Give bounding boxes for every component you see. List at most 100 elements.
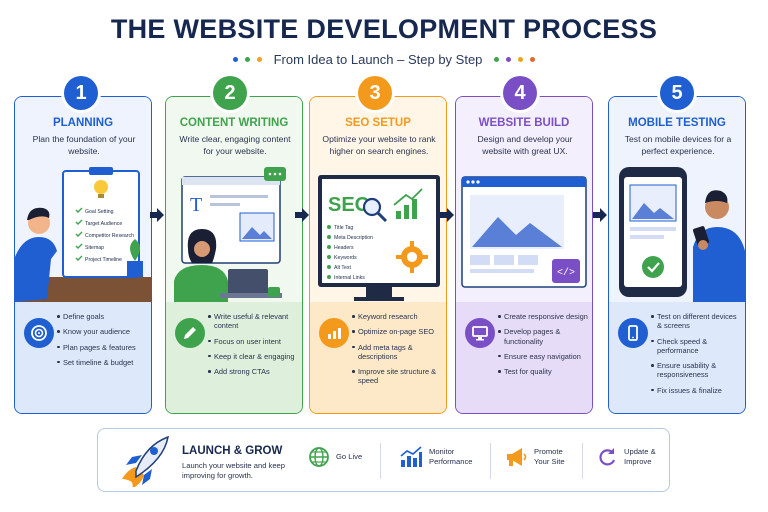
launch-item-label: Go Live bbox=[336, 452, 363, 462]
planning-item: Competitor Research bbox=[85, 233, 134, 239]
decorative-dot bbox=[232, 57, 238, 62]
bullet-item: Keep it clear & engaging bbox=[208, 352, 300, 361]
seo-item: Meta Description bbox=[334, 235, 373, 241]
decorative-dot bbox=[530, 57, 536, 62]
bullet-item: Test for quality bbox=[498, 367, 590, 376]
pencil-icon bbox=[175, 318, 205, 348]
svg-text:</>: </> bbox=[557, 267, 575, 279]
arrow-right-icon bbox=[440, 208, 454, 222]
step-bullets: Write useful & relevant content Focus on… bbox=[208, 312, 300, 382]
bullet-item: Know your audience bbox=[57, 327, 149, 336]
step-footer: Define goals Know your audience Plan pag… bbox=[15, 302, 151, 413]
bullet-item: Define goals bbox=[57, 312, 149, 321]
bullet-item: Ensure easy navigation bbox=[498, 352, 590, 361]
step-title: CONTENT WRITING bbox=[179, 117, 289, 129]
planning-item: Goal Setting bbox=[85, 209, 114, 215]
launch-item-label: Monitor Performance bbox=[429, 447, 473, 466]
step-card-content-writing: CONTENT WRITING Write clear, engaging co… bbox=[165, 96, 303, 414]
launch-and-grow-panel: LAUNCH & GROW Launch your website and ke… bbox=[97, 428, 670, 492]
step-4-number: 4 bbox=[503, 76, 537, 110]
rocket-icon bbox=[122, 435, 169, 487]
bar-chart-icon bbox=[400, 446, 422, 467]
step-footer: Write useful & relevant content Focus on… bbox=[166, 302, 302, 413]
step-card-mobile-testing: MOBILE TESTING Test on mobile devices fo… bbox=[608, 96, 746, 414]
seo-heading: SEO bbox=[328, 194, 370, 216]
step-title: WEBSITE BUILD bbox=[478, 117, 570, 129]
step-footer: Create responsive design Develop pages &… bbox=[456, 302, 592, 413]
divider bbox=[582, 443, 583, 479]
step-5-number: 5 bbox=[660, 76, 694, 110]
bullet-item: Improve site structure & speed bbox=[352, 367, 444, 386]
phone-icon bbox=[618, 318, 648, 348]
arrow-right-icon bbox=[593, 208, 607, 222]
planning-illustration: Goal Setting Target Audience Competitor … bbox=[15, 167, 151, 302]
bullet-item: Focus on user intent bbox=[208, 337, 300, 346]
bullet-item: Test on different devices & screens bbox=[651, 312, 743, 331]
step-card-website-build: WEBSITE BUILD Design and develop your we… bbox=[455, 96, 593, 414]
decorative-dot bbox=[256, 57, 262, 62]
launch-item-go-live: Go Live bbox=[308, 446, 362, 468]
seo-item: Headers bbox=[334, 245, 354, 251]
arrow-right-icon bbox=[295, 208, 309, 222]
step-description: Plan the foundation of your website. bbox=[32, 134, 136, 156]
step-bullets: Keyword research Optimize on-page SEO Ad… bbox=[352, 312, 444, 392]
divider bbox=[380, 443, 381, 479]
decorative-dot bbox=[244, 57, 250, 62]
launch-title: LAUNCH & GROW bbox=[182, 445, 283, 457]
website-build-illustration: </> bbox=[461, 176, 587, 288]
step-description: Test on mobile devices for a perfect exp… bbox=[624, 134, 732, 156]
bullet-item: Create responsive design bbox=[498, 312, 590, 321]
seo-item: Internal Links bbox=[334, 275, 365, 281]
seo-item: Keywords bbox=[334, 255, 357, 261]
launch-item-update-and-improve: Update & Improve bbox=[596, 446, 672, 468]
bullet-item: Optimize on-page SEO bbox=[352, 327, 444, 336]
seo-item: Alt Text bbox=[334, 265, 351, 271]
decorative-dot bbox=[494, 57, 500, 62]
step-description: Design and develop your website with gre… bbox=[477, 134, 573, 156]
decorative-dots-right bbox=[494, 57, 536, 62]
launch-item-label: Promote Your Site bbox=[534, 447, 565, 466]
page-title: THE WEBSITE DEVELOPMENT PROCESS bbox=[110, 14, 658, 44]
seo-item: Title Tag bbox=[334, 225, 353, 231]
seo-illustration: SEO Title Tag Meta Description Headers K… bbox=[318, 175, 440, 301]
megaphone-icon bbox=[507, 448, 527, 466]
planning-item: Sitemap bbox=[85, 245, 104, 251]
content-writing-illustration: T bbox=[174, 167, 286, 302]
launch-description: Launch your website and keep improving f… bbox=[182, 461, 286, 481]
svg-text:T: T bbox=[190, 194, 202, 216]
planning-item: Target Audience bbox=[85, 221, 122, 227]
step-1-number: 1 bbox=[64, 76, 98, 110]
bullet-item: Set timeline & budget bbox=[57, 358, 149, 367]
step-title: MOBILE TESTING bbox=[628, 117, 726, 129]
step-description: Write clear, engaging content for your w… bbox=[179, 134, 291, 156]
bullet-item: Add strong CTAs bbox=[208, 367, 300, 376]
bullet-item: Fix issues & finalize bbox=[651, 386, 743, 395]
step-2-number: 2 bbox=[213, 76, 247, 110]
launch-item-monitor-performance: Monitor Performance bbox=[399, 446, 485, 468]
planning-item: Project Timeline bbox=[85, 257, 122, 263]
launch-item-promote-your-site: Promote Your Site bbox=[504, 446, 578, 468]
arrow-right-icon bbox=[150, 208, 164, 222]
bullet-item: Add meta tags & descriptions bbox=[352, 343, 444, 362]
bullet-item: Ensure usability & responsiveness bbox=[651, 361, 743, 380]
bullet-item: Plan pages & features bbox=[57, 343, 149, 352]
step-footer: Keyword research Optimize on-page SEO Ad… bbox=[310, 302, 446, 413]
divider bbox=[490, 443, 491, 479]
decorative-dot bbox=[506, 57, 512, 62]
subtitle-row: From Idea to Launch – Step by Step bbox=[0, 52, 768, 67]
bullet-item: Check speed & performance bbox=[651, 337, 743, 356]
step-footer: Test on different devices & screens Chec… bbox=[609, 302, 745, 413]
monitor-icon bbox=[465, 318, 495, 348]
step-description: Optimize your website to rank higher on … bbox=[322, 134, 436, 156]
refresh-icon bbox=[599, 448, 616, 466]
decorative-dots-left bbox=[232, 57, 262, 62]
bullet-item: Develop pages & functionality bbox=[498, 327, 590, 346]
target-icon bbox=[24, 318, 54, 348]
launch-item-label: Update & Improve bbox=[624, 447, 656, 466]
step-card-planning: PLANNING Plan the foundation of your web… bbox=[14, 96, 152, 414]
step-bullets: Create responsive design Develop pages &… bbox=[498, 312, 590, 382]
step-3-number: 3 bbox=[358, 76, 392, 110]
bullet-item: Write useful & relevant content bbox=[208, 312, 300, 331]
step-card-seo-setup: SEO SETUP Optimize your website to rank … bbox=[309, 96, 447, 414]
decorative-dot bbox=[518, 57, 524, 62]
